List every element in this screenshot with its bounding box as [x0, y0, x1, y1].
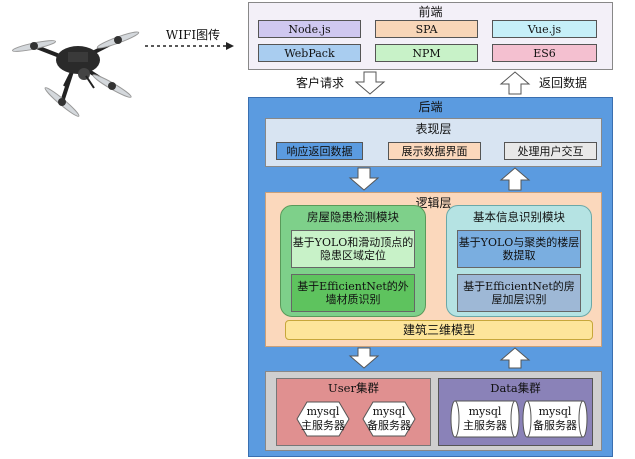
pres-item-interact: 处理用户交互 — [504, 142, 597, 160]
data-main-server-cylinder — [450, 400, 520, 438]
data-backup-line2: 备服务器 — [533, 419, 577, 432]
data-main-line2: 主服务器 — [463, 419, 507, 432]
pres-item-respond: 响应返回数据 — [276, 142, 363, 160]
frontend-panel: 前端 Node.js SPA Vue.js WebPack NPM ES6 — [248, 2, 613, 70]
user-backup-server-hexagon — [362, 401, 416, 437]
presentation-title: 表现层 — [415, 122, 452, 136]
frontend-chip-nodejs: Node.js — [258, 20, 361, 38]
request-arrow-down — [354, 71, 386, 95]
hazard-item-efficientnet: 基于EfficientNet的外墙材质识别 — [291, 274, 415, 312]
drone-illustration — [11, 31, 140, 117]
response-label: 返回数据 — [538, 76, 587, 90]
data-layer: User集群 mysql 主服务器 mysql 备服务器 Data集群 — [265, 371, 602, 451]
hazard-module: 房屋隐患检测模块 基于YOLO和滑动顶点的隐患区域定位 基于EfficientN… — [280, 205, 426, 317]
frontend-title: 前端 — [418, 5, 443, 19]
frontend-chip-spa: SPA — [375, 20, 478, 38]
frontend-chip-webpack: WebPack — [258, 44, 361, 62]
user-cluster-title: User集群 — [328, 381, 379, 395]
info-item-efficientnet: 基于EfficientNet的房屋加层识别 — [457, 274, 581, 312]
data-cluster-shapes — [450, 400, 588, 438]
data-cluster: Data集群 mysql 主服务器 mysql 备服务器 — [438, 378, 593, 446]
backend-panel: 后端 表现层 响应返回数据 展示数据界面 处理用户交互 逻辑层 房屋隐患检测模块… — [248, 97, 613, 457]
frontend-chip-vuejs: Vue.js — [492, 20, 597, 38]
logic-layer: 逻辑层 房屋隐患检测模块 基于YOLO和滑动顶点的隐患区域定位 基于Effici… — [265, 192, 602, 347]
request-label: 客户请求 — [295, 76, 344, 90]
hazard-title: 房屋隐患检测模块 — [307, 210, 399, 224]
presentation-layer: 表现层 响应返回数据 展示数据界面 处理用户交互 — [265, 118, 602, 167]
info-module: 基本信息识别模块 基于YOLO与聚类的楼层数提取 基于EfficientNet的… — [446, 205, 592, 317]
data-cluster-title: Data集群 — [490, 381, 541, 395]
wifi-label: WIFI图传 — [165, 28, 221, 42]
user-main-line1: mysql — [306, 405, 340, 418]
backend-title: 后端 — [418, 100, 443, 114]
pres-item-display: 展示数据界面 — [388, 142, 481, 160]
frontend-chip-npm: NPM — [375, 44, 478, 62]
user-cluster: User集群 mysql 主服务器 mysql 备服务器 — [276, 378, 431, 446]
user-backup-line1: mysql — [372, 405, 406, 418]
user-main-line2: 主服务器 — [301, 419, 345, 432]
data-backup-server-cylinder — [522, 400, 588, 438]
user-backup-line2: 备服务器 — [367, 419, 411, 432]
info-item-yolo: 基于YOLO与聚类的楼层数提取 — [457, 230, 581, 268]
hazard-item-yolo: 基于YOLO和滑动顶点的隐患区域定位 — [291, 230, 415, 268]
user-cluster-shapes — [296, 401, 416, 437]
user-main-server-hexagon — [296, 401, 350, 437]
data-backup-line1: mysql — [538, 405, 572, 418]
frontend-chip-es6: ES6 — [492, 44, 597, 62]
info-title: 基本信息识别模块 — [473, 210, 565, 224]
logic-title: 逻辑层 — [415, 196, 452, 210]
model-box: 建筑三维模型 — [285, 320, 593, 340]
data-main-line1: mysql — [468, 405, 502, 418]
response-arrow-up — [499, 71, 531, 95]
